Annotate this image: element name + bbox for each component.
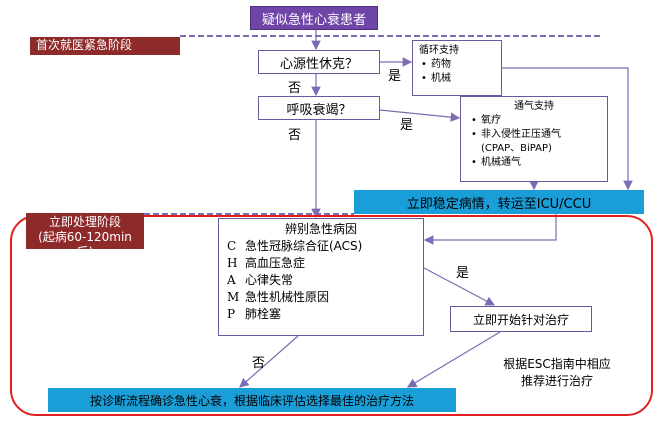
diagnosis-letter: M xyxy=(227,290,240,304)
arrow-treat-final xyxy=(406,331,501,388)
yes-label-diag: 是 xyxy=(456,266,470,281)
circulatory-item: 药物 xyxy=(421,58,495,72)
question-cardiogenic-shock: 心源性休克？ xyxy=(258,50,380,74)
esc-guideline-note: 根据ESC指南中相应 推荐进行治疗 xyxy=(482,356,632,392)
phase1-label: 首次就医紧急阶段 xyxy=(30,37,180,55)
no-label-diag: 否 xyxy=(252,356,266,371)
diagnosis-text: 肺栓塞 xyxy=(245,307,282,321)
arrow-diag-final xyxy=(239,335,299,388)
diagnosis-letter: A xyxy=(227,273,236,287)
diagnosis-row: M 急性机械性原因 xyxy=(227,289,415,306)
phase2-line1: 立即处理阶段 xyxy=(48,215,121,229)
targeted-treatment-box: 立即开始针对治疗 xyxy=(450,306,592,332)
ventilation-support-box: 通气支持 氧疗 非入侵性正压通气 (CPAP、BiPAP) 机械通气 xyxy=(460,96,608,182)
arrow-circ-stab xyxy=(502,67,633,191)
diagnosis-text: 心律失常 xyxy=(245,273,294,287)
diagnosis-letter: H xyxy=(227,256,238,270)
diagnosis-title: 辨别急性病因 xyxy=(284,222,357,236)
diagnosis-text: 急性冠脉综合征(ACS) xyxy=(245,239,363,253)
ventilation-item: 非入侵性正压通气 xyxy=(471,128,599,142)
esc-line2: 推荐进行治疗 xyxy=(520,374,593,388)
ventilation-sub: (CPAP、BiPAP) xyxy=(481,143,552,154)
diagnosis-row: H 高血压急症 xyxy=(227,255,415,272)
ventilation-item: 机械通气 xyxy=(471,156,599,170)
no-label-q2: 否 xyxy=(288,128,302,143)
final-diagnosis-box: 按诊断流程确诊急性心衰，根据临床评估选择最佳的治疗方法 xyxy=(48,388,456,412)
diagnosis-row: P 肺栓塞 xyxy=(227,306,415,323)
title-box: 疑似急性心衰患者 xyxy=(250,6,378,30)
diagnosis-letter: P xyxy=(227,307,236,321)
yes-label-q1: 是 xyxy=(388,69,402,84)
esc-line1: 根据ESC指南中相应 xyxy=(503,357,611,371)
diagnosis-box: 辨别急性病因 C 急性冠脉综合征(ACS) H 高血压急症 A 心律失常 M 急性机械性… xyxy=(218,218,424,336)
diagnosis-text: 急性机械性原因 xyxy=(245,290,330,304)
no-label-q1: 否 xyxy=(288,81,302,96)
ventilation-title: 通气支持 xyxy=(514,101,554,112)
phase2-line2: (起病60-120min后) xyxy=(38,230,132,259)
immediate-phase-frame xyxy=(10,215,653,416)
diagnosis-letter: C xyxy=(227,239,237,253)
arrow-q2-vent xyxy=(379,109,461,122)
circulatory-title: 循环支持 xyxy=(419,45,459,56)
phase2-label: 立即处理阶段 (起病60-120min后) xyxy=(26,213,144,259)
arrow-stab-diag xyxy=(423,214,557,245)
diagnosis-text: 高血压急症 xyxy=(245,256,306,270)
question-respiratory-failure: 呼吸衰竭？ xyxy=(258,96,380,120)
circulatory-item: 机械 xyxy=(421,72,495,86)
arrow-diag-treat xyxy=(423,267,496,306)
diagnosis-row: C 急性冠脉综合征(ACS) xyxy=(227,238,415,255)
stabilize-box: 立即稳定病情，转运至ICU/CCU xyxy=(354,190,644,214)
ventilation-item: 氧疗 xyxy=(471,114,599,128)
circulatory-support-box: 循环支持 药物 机械 xyxy=(412,40,502,96)
yes-label-q2: 是 xyxy=(400,118,414,133)
diagnosis-row: A 心律失常 xyxy=(227,272,415,289)
